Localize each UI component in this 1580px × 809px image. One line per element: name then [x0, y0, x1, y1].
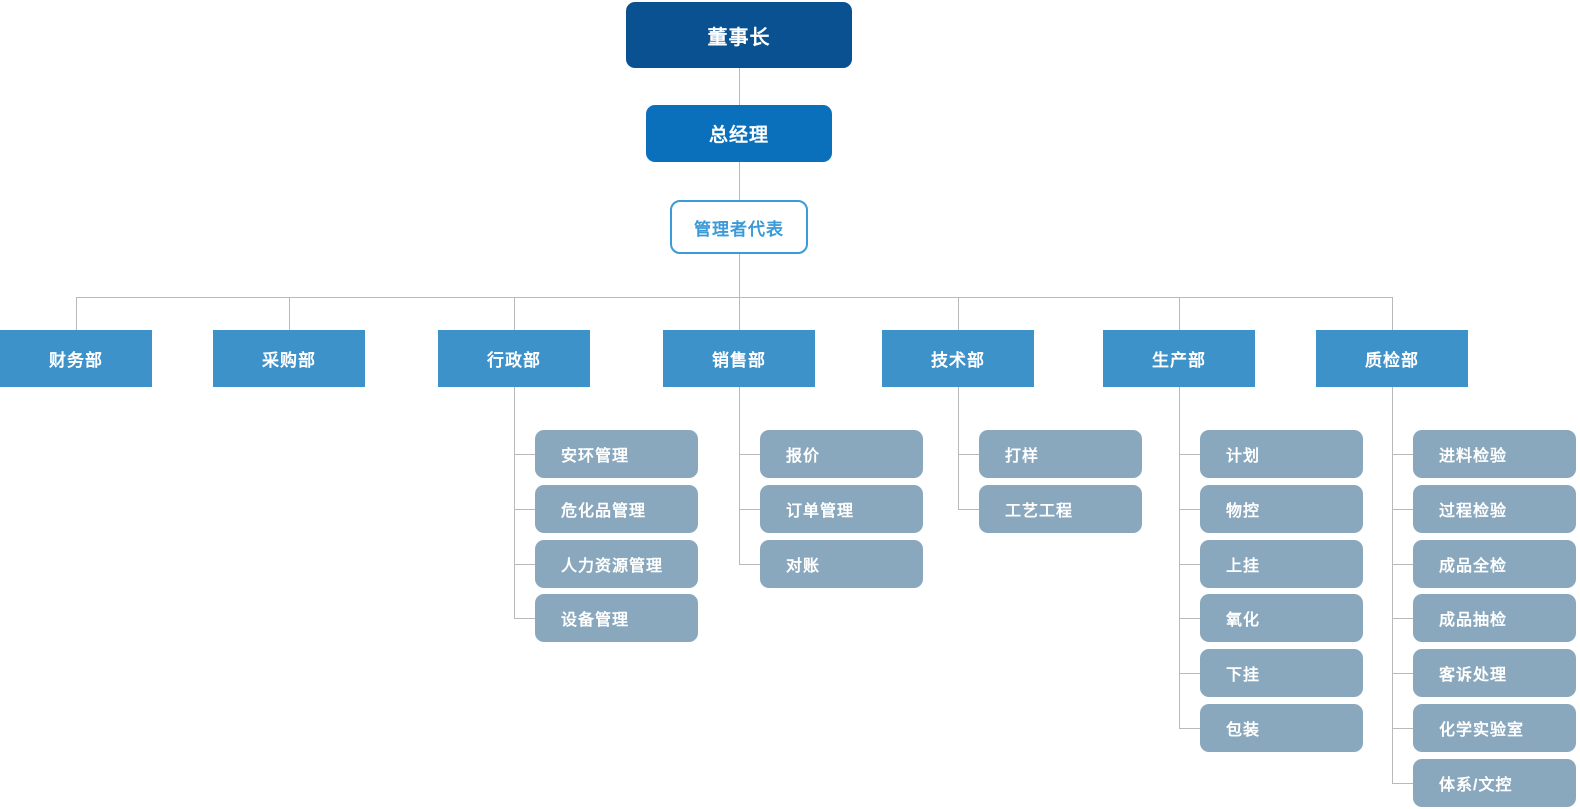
- connector-line: [1179, 297, 1180, 330]
- connector-line: [1392, 618, 1413, 619]
- connector-line: [958, 509, 979, 510]
- node-sub-quality-0: 进料检验: [1413, 430, 1576, 478]
- connector-line: [739, 297, 740, 330]
- connector-line: [514, 387, 515, 618]
- connector-line: [514, 564, 535, 565]
- connector-line: [739, 564, 760, 565]
- node-sub-production-4: 下挂: [1200, 649, 1363, 697]
- node-dept-quality: 质检部: [1316, 330, 1468, 387]
- connector-line: [1392, 783, 1413, 784]
- node-sub-quality-4: 客诉处理: [1413, 649, 1576, 697]
- node-sub-technology-1: 工艺工程: [979, 485, 1142, 533]
- connector-line: [76, 297, 1392, 298]
- connector-line: [1392, 728, 1413, 729]
- node-sub-technology-0: 打样: [979, 430, 1142, 478]
- node-dept-purchasing: 采购部: [213, 330, 365, 387]
- connector-line: [1392, 564, 1413, 565]
- connector-line: [1392, 509, 1413, 510]
- connector-line: [739, 509, 760, 510]
- node-chairman: 董事长: [626, 2, 852, 68]
- connector-line: [514, 509, 535, 510]
- connector-line: [514, 618, 535, 619]
- node-sub-admin-2: 人力资源管理: [535, 540, 698, 588]
- node-dept-admin: 行政部: [438, 330, 590, 387]
- node-sub-production-3: 氧化: [1200, 594, 1363, 642]
- connector-line: [1179, 618, 1200, 619]
- connector-line: [1179, 387, 1180, 728]
- node-sub-admin-1: 危化品管理: [535, 485, 698, 533]
- node-sub-production-5: 包装: [1200, 704, 1363, 752]
- node-sub-production-0: 计划: [1200, 430, 1363, 478]
- node-general-manager: 总经理: [646, 105, 832, 162]
- node-sub-sales-1: 订单管理: [760, 485, 923, 533]
- connector-line: [739, 162, 740, 200]
- node-management-representative: 管理者代表: [670, 200, 808, 254]
- connector-line: [1179, 509, 1200, 510]
- node-sub-admin-0: 安环管理: [535, 430, 698, 478]
- connector-line: [1179, 673, 1200, 674]
- connector-line: [739, 254, 740, 297]
- connector-line: [739, 454, 760, 455]
- node-sub-quality-6: 体系/文控: [1413, 759, 1576, 807]
- connector-line: [739, 387, 740, 564]
- connector-line: [1392, 454, 1413, 455]
- connector-line: [1392, 387, 1393, 783]
- connector-line: [1392, 673, 1413, 674]
- node-dept-finance: 财务部: [0, 330, 152, 387]
- connector-line: [958, 297, 959, 330]
- connector-line: [514, 297, 515, 330]
- node-sub-production-1: 物控: [1200, 485, 1363, 533]
- node-sub-quality-2: 成品全检: [1413, 540, 1576, 588]
- connector-line: [1392, 297, 1393, 330]
- node-sub-admin-3: 设备管理: [535, 594, 698, 642]
- node-sub-quality-5: 化学实验室: [1413, 704, 1576, 752]
- connector-line: [289, 297, 290, 330]
- connector-line: [958, 454, 979, 455]
- node-dept-technology: 技术部: [882, 330, 1034, 387]
- connector-line: [1179, 564, 1200, 565]
- connector-line: [1179, 454, 1200, 455]
- connector-line: [958, 387, 959, 509]
- node-sub-production-2: 上挂: [1200, 540, 1363, 588]
- node-dept-production: 生产部: [1103, 330, 1255, 387]
- node-sub-sales-0: 报价: [760, 430, 923, 478]
- connector-line: [76, 297, 77, 330]
- node-sub-sales-2: 对账: [760, 540, 923, 588]
- node-dept-sales: 销售部: [663, 330, 815, 387]
- connector-line: [514, 454, 535, 455]
- connector-line: [1179, 728, 1200, 729]
- node-sub-quality-3: 成品抽检: [1413, 594, 1576, 642]
- node-sub-quality-1: 过程检验: [1413, 485, 1576, 533]
- connector-line: [739, 68, 740, 105]
